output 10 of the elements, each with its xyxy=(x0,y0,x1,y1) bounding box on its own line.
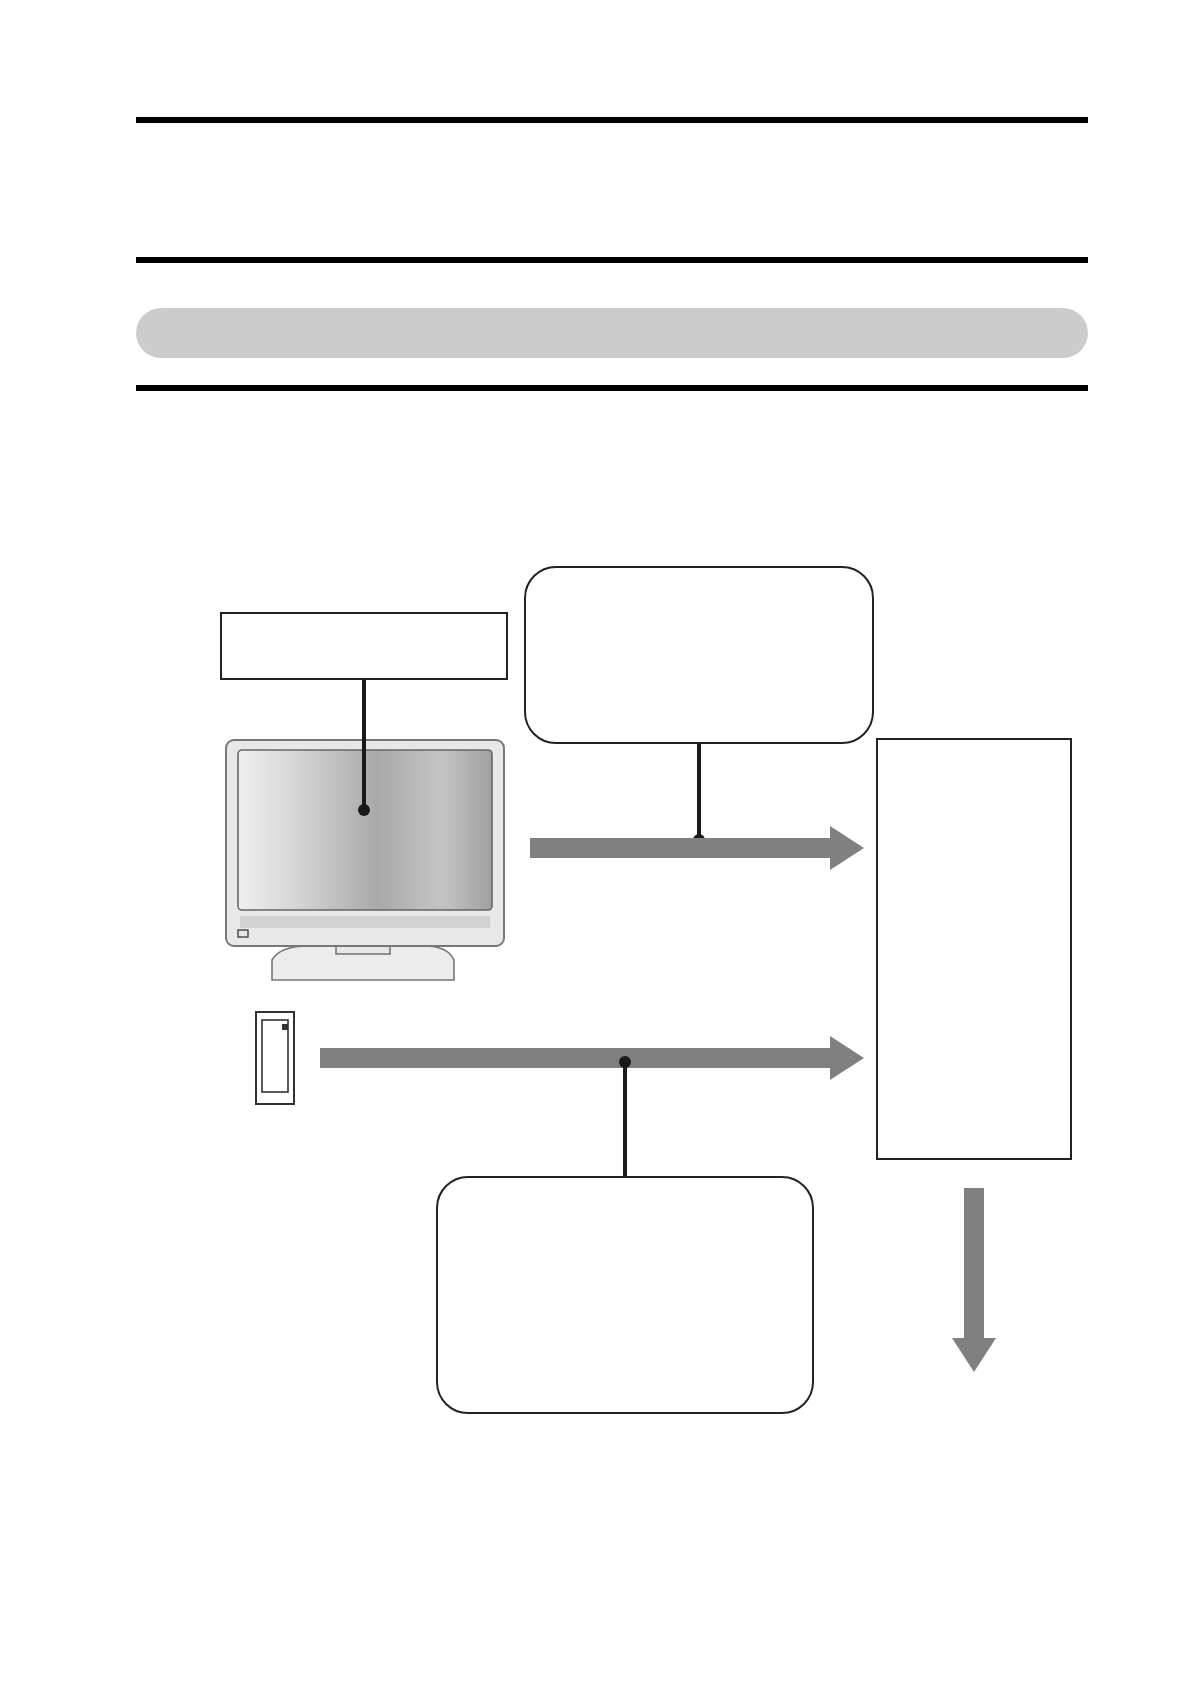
empty-box xyxy=(220,612,508,680)
heading-bar xyxy=(136,308,1088,358)
flow-arrow xyxy=(530,826,864,870)
flow-arrow xyxy=(952,1188,996,1372)
flow-arrow xyxy=(320,1036,864,1080)
empty-box xyxy=(876,738,1072,1160)
rounded-box xyxy=(436,1176,814,1414)
leader-line xyxy=(619,1056,631,1176)
rounded-box xyxy=(524,566,874,744)
leader-line xyxy=(358,680,370,816)
